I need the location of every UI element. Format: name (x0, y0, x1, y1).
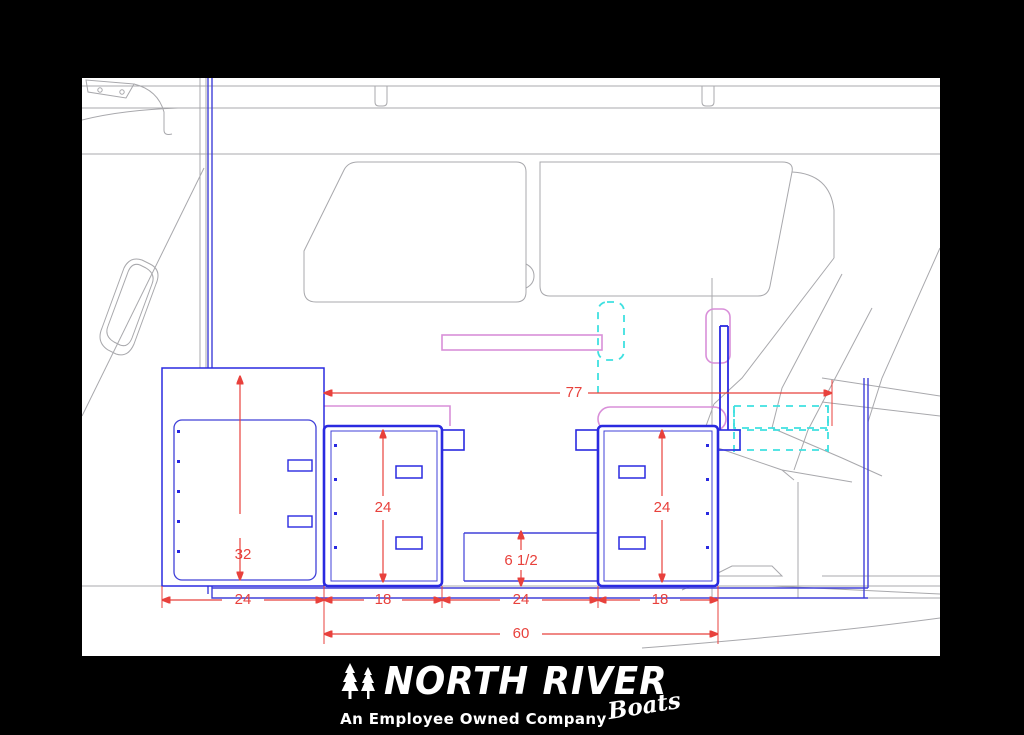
mid-box-bracket-top (441, 429, 465, 451)
aft-deck-edge (771, 585, 940, 595)
right-upright-post (719, 325, 729, 430)
cad-canvas: 32 24 24 6 1/2 24 18 24 18 60 77 (82, 78, 940, 649)
gunwale-taper-lower (821, 401, 940, 417)
frame-left-and-bottom (211, 78, 868, 599)
cyan-dashed-panel-upper (733, 405, 829, 429)
logo-wordmark: NORTH RIVER (384, 659, 668, 703)
cad-drawing-sheet: 32 24 24 6 1/2 24 18 24 18 60 77 (82, 78, 940, 656)
cyan-dashed-post (597, 301, 625, 361)
left-box-door-panel (173, 419, 317, 581)
right-box-bracket-right (717, 429, 741, 451)
left-box-outer-shell (161, 367, 325, 587)
north-river-boats-logo: NORTH RIVER An Employee Owned Company Bo… (0, 660, 1024, 735)
dim-label-24-center: 24 (513, 591, 530, 608)
dimension-labels: 32 24 24 6 1/2 24 18 24 18 60 77 (235, 384, 671, 642)
cabin-window-left (303, 161, 527, 303)
dim-label-60: 60 (513, 625, 530, 642)
gunwale-taper-upper (821, 377, 940, 397)
left-storage-box (161, 367, 325, 587)
bow-fitting-hole-left (97, 87, 103, 93)
roof-notch-right (701, 86, 715, 107)
hull-rib-d (781, 469, 853, 483)
dim-77-upper (324, 380, 833, 426)
hull-rib-e (867, 247, 940, 423)
pine-trees-icon (341, 663, 376, 699)
right-box-latch-upper (618, 465, 646, 479)
dimension-group (161, 376, 833, 644)
right-box-inner-panel (603, 430, 713, 582)
right-box-bracket-left (575, 429, 599, 451)
magenta-post-right (705, 308, 731, 364)
pillar-diagonal-left (82, 167, 205, 417)
bow-rail-curve (133, 83, 173, 135)
logo-sub-row: An Employee Owned Company Boats (340, 687, 684, 728)
dim-label-32: 32 (235, 546, 252, 563)
dim-label-24-right: 24 (654, 499, 671, 516)
dim-label-77: 77 (566, 384, 583, 401)
middle-storage-box (322, 424, 465, 588)
mid-box-hinge-dots (334, 444, 337, 549)
hull-rib-a (771, 273, 843, 429)
left-box-hinge-dots (177, 430, 180, 553)
dim-label-6-half: 6 1/2 (504, 552, 537, 569)
right-storage-box (575, 424, 741, 588)
blue-frame-group (207, 78, 869, 599)
dim-label-18-right: 18 (652, 591, 669, 608)
window-mullion-detail (525, 263, 535, 289)
door-handle-outline-outer (99, 258, 159, 356)
hull-rib-c (771, 427, 883, 477)
sheer-line-left (82, 107, 179, 121)
logo-main-row: NORTH RIVER (338, 660, 686, 702)
right-box-latch-lower (618, 536, 646, 550)
aft-cleat (711, 565, 784, 577)
mid-box-latch-lower (395, 536, 423, 550)
transom-diagonal-upper (713, 257, 835, 405)
right-box-hinge-dots (706, 444, 709, 549)
hull-bottom-curve (641, 617, 940, 649)
cabin-window-right (539, 161, 793, 297)
magenta-bar-horizontal (441, 334, 603, 351)
bow-fitting-outline (85, 79, 135, 99)
right-window-return (791, 171, 835, 258)
cyan-accent-group (597, 301, 829, 458)
bow-fitting-hole-right (119, 89, 125, 95)
dim-label-24-left: 24 (235, 591, 252, 608)
magenta-lip-left-box (322, 405, 451, 426)
dim-label-18-mid: 18 (375, 591, 392, 608)
transom-diagonal-lower (717, 447, 795, 481)
magenta-accent-group (322, 308, 731, 432)
roof-notch-left (374, 86, 388, 107)
left-box-latch-lower (287, 515, 313, 528)
dim-label-24-mid: 24 (375, 499, 392, 516)
hull-rib-b (793, 307, 873, 471)
door-handle-outline-inner (106, 263, 154, 347)
logo-tagline: An Employee Owned Company (340, 710, 607, 728)
left-box-latch-upper (287, 459, 313, 472)
mid-box-latch-upper (395, 465, 423, 479)
